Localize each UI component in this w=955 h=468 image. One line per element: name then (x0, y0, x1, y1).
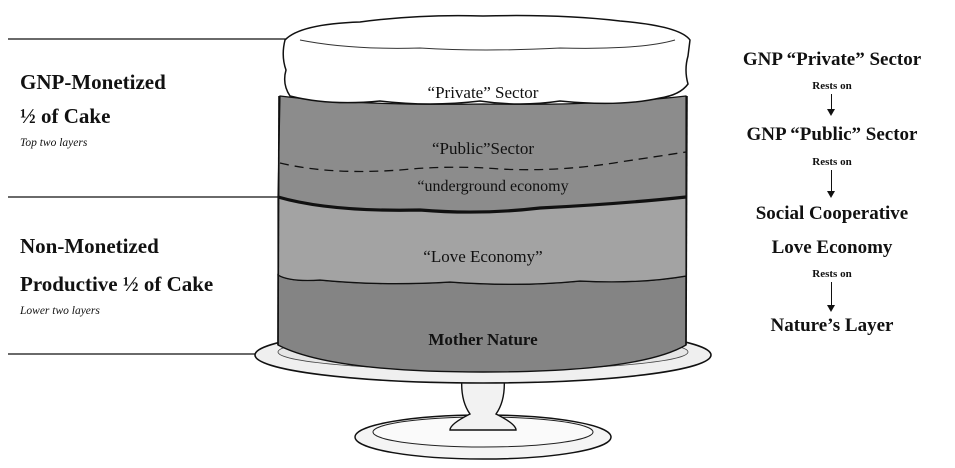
right-private-sector: GNP “Private” Sector (742, 49, 922, 70)
monetized-note: Top two layers (20, 137, 88, 149)
right-love-economy: Love Economy (771, 237, 893, 258)
down-arrow-icon (827, 94, 835, 116)
underground-economy-label: “underground economy (417, 178, 569, 195)
rests-on-label: Rests on (812, 156, 852, 168)
mother-nature-label: Mother Nature (428, 330, 538, 349)
right-social-cooperative: Social Cooperative (755, 203, 909, 224)
monetized-boundary-line (277, 195, 687, 214)
non-monetized-subheading: Productive ½ of Cake (20, 272, 214, 296)
non-monetized-heading: Non-Monetized (20, 234, 159, 258)
mother-nature-layer (277, 273, 687, 373)
right-public-sector: GNP “Public” Sector (746, 124, 918, 145)
down-arrow-icon (827, 170, 835, 198)
private-sector-frosting (282, 14, 691, 105)
down-arrow-icon (827, 282, 835, 312)
love-economy-label: “Love Economy” (423, 247, 543, 266)
monetized-heading: GNP-Monetized (20, 70, 166, 94)
underground-dashed-line (279, 151, 687, 173)
monetized-subheading: ½ of Cake (20, 104, 111, 128)
rests-on-label: Rests on (812, 80, 852, 92)
right-natures-layer: Nature’s Layer (770, 315, 894, 336)
public-sector-label: “Public”Sector (432, 139, 534, 158)
private-sector-label: “Private” Sector (427, 83, 539, 102)
non-monetized-note: Lower two layers (20, 305, 100, 317)
rests-on-label: Rests on (812, 268, 852, 280)
